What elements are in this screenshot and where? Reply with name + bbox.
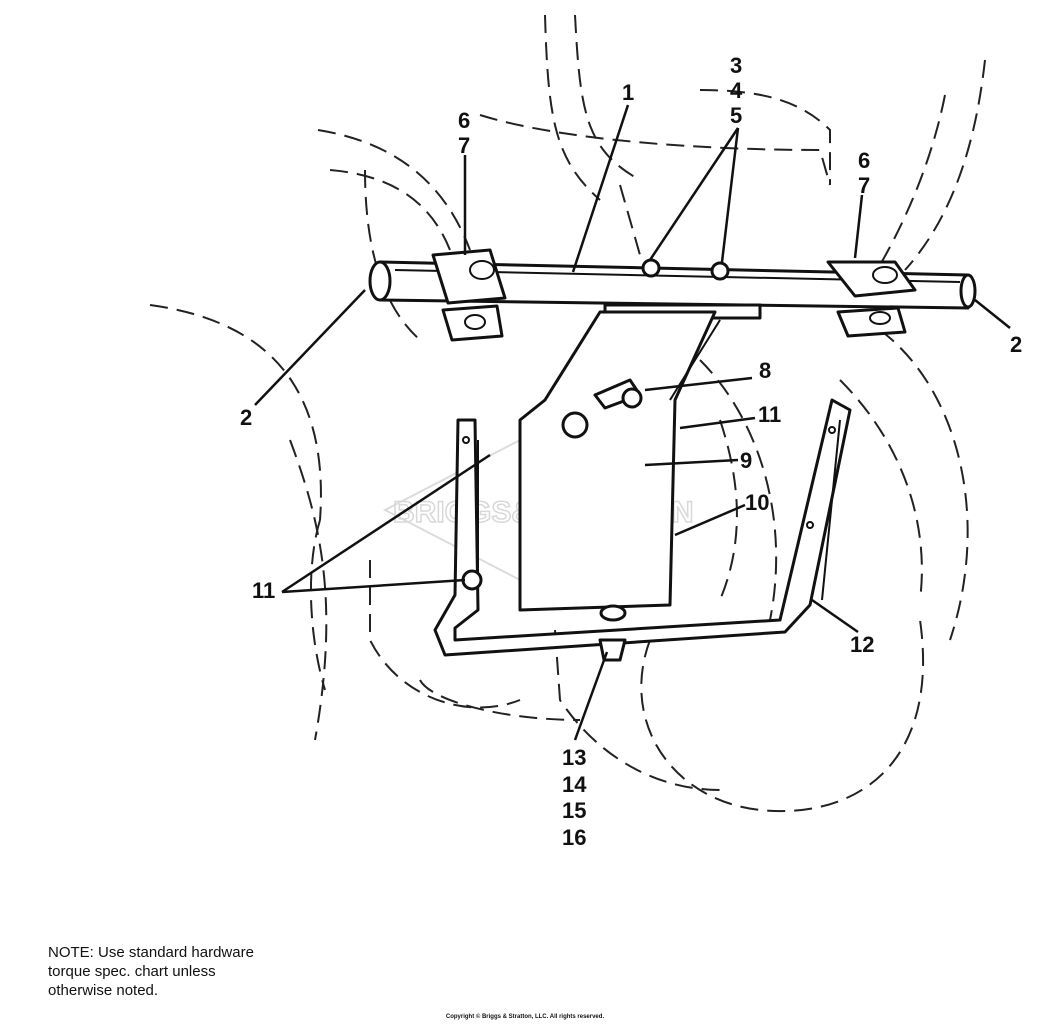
callout-2-right: 2 [1010,332,1022,357]
mount-plate [518,303,762,612]
u-frame [433,398,852,662]
callout-5: 5 [730,103,742,128]
leader-lines [254,104,1011,741]
callout-1: 1 [622,80,634,105]
note-line-3: otherwise noted. [48,982,159,999]
callout-12: 12 [850,632,874,657]
callout-2-left: 2 [240,405,252,430]
note-line-1: NOTE: Use standard hardware [48,944,254,961]
callout-6-left: 6 [458,108,470,133]
callout-11-left: 11 [252,578,275,603]
callout-11-right: 11 [758,402,781,427]
callout-3: 3 [730,53,742,78]
callout-7-left: 7 [458,133,470,158]
note-line-2: torque spec. chart unless [48,963,216,980]
callout-10: 10 [745,490,769,515]
torque-note: NOTE: Use standard hardware torque spec.… [48,943,368,1000]
right-clamp-bracket [826,260,917,338]
tractor-ghost-outline [149,14,986,812]
left-clamp-bracket [431,248,507,342]
callout-9: 9 [740,448,752,473]
callout-6-right: 6 [858,148,870,173]
callout-labels: 1 2 2 3 4 5 6 7 6 7 8 9 10 11 11 12 13 1… [240,53,1022,850]
callout-7-right: 7 [858,173,870,198]
copyright-notice: Copyright © Briggs & Stratton, LLC. All … [445,1014,605,1020]
callout-15: 15 [562,798,586,823]
callout-8: 8 [759,358,771,383]
callout-13: 13 [562,745,586,770]
callout-4: 4 [730,78,743,103]
callout-14: 14 [562,772,587,797]
callout-16: 16 [562,825,586,850]
